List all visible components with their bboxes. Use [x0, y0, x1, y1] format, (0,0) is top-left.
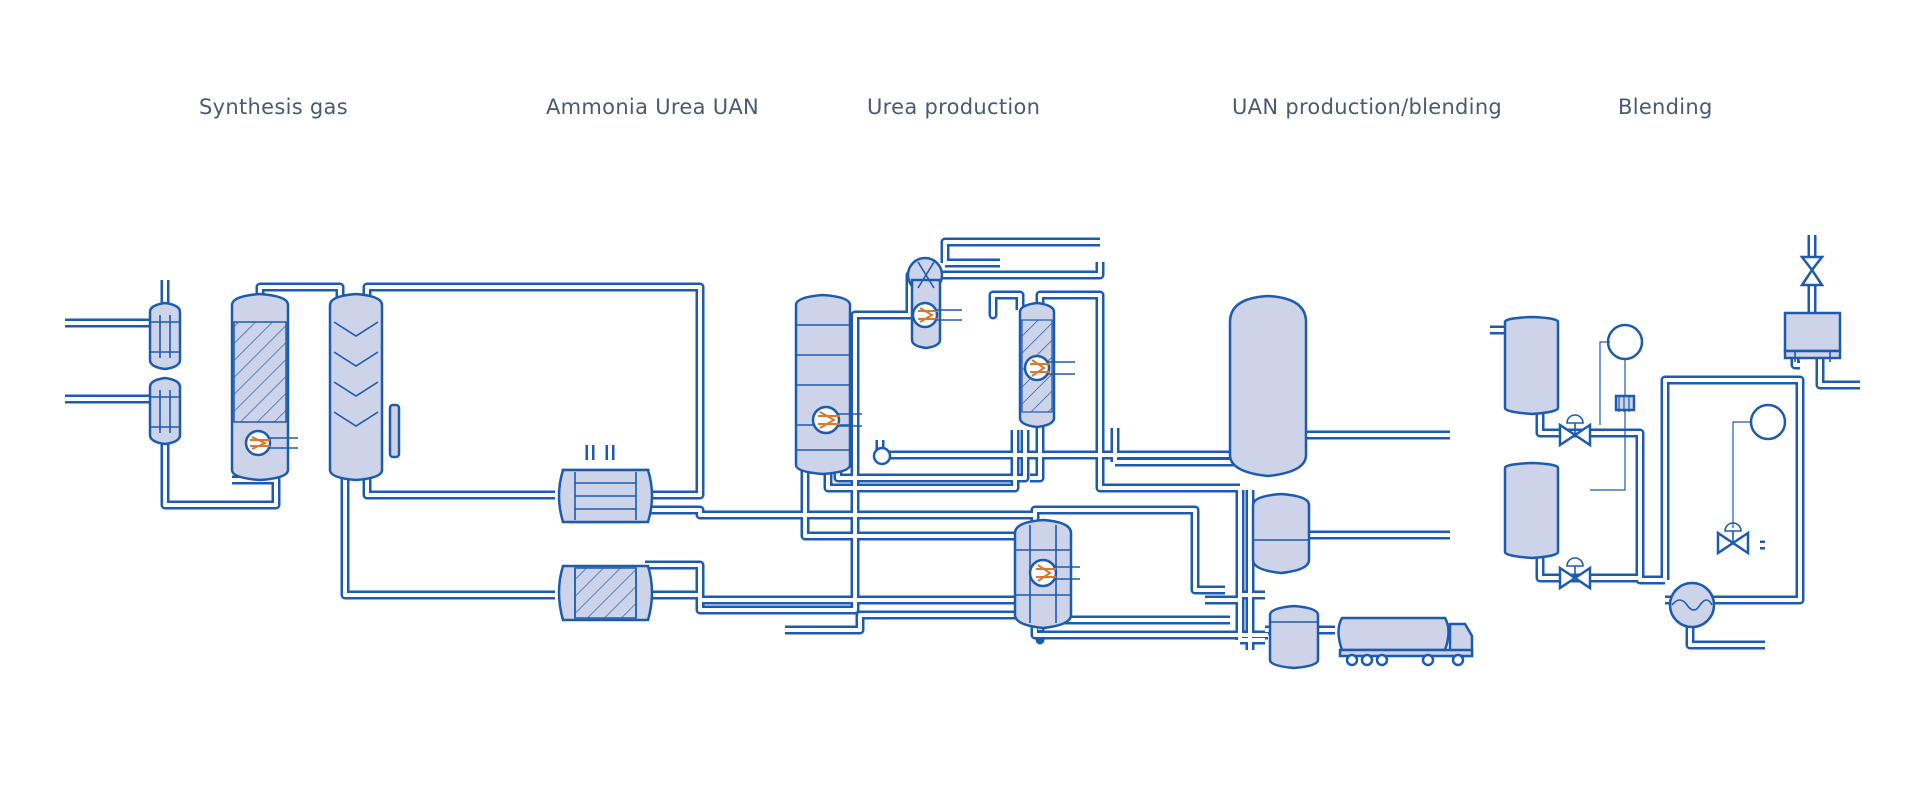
control-valve-right-icon: [1716, 522, 1750, 556]
static-mixer: [1668, 581, 1716, 629]
section-label-synthesis-gas: Synthesis gas: [199, 95, 348, 119]
lower-evaporator: [1013, 518, 1080, 630]
hatched-stripper: [1018, 301, 1075, 429]
horizontal-drum-lower: [557, 564, 654, 622]
pipes-inner: [65, 235, 1860, 650]
mixing-vessel: [1251, 492, 1311, 575]
small-reactor-bottom: [148, 376, 182, 446]
uan-equipment: [1228, 294, 1474, 670]
junction-node: [872, 446, 892, 466]
ammonia-equipment: [557, 468, 654, 622]
urea-equipment: [794, 256, 1080, 630]
chevron-column: [328, 292, 401, 482]
blend-tank-lower: [1503, 461, 1560, 560]
pipe-network: [65, 235, 1860, 650]
packed-reformer: [230, 292, 298, 482]
control-valve-upper-icon: [1558, 414, 1592, 448]
blend-tank-upper: [1503, 315, 1560, 416]
tanker-truck: [1337, 616, 1474, 667]
tall-storage-tank: [1228, 294, 1308, 478]
section-label-ammonia-urea-uan: Ammonia Urea UAN: [546, 95, 760, 119]
instrument-controller-upper: [1590, 323, 1644, 491]
blending-equipment: [1503, 255, 1842, 629]
top-reactor: [906, 256, 962, 350]
small-reactor-top: [148, 301, 182, 371]
instrument-controller-right: [1732, 403, 1787, 528]
control-valve-lower-icon: [1558, 557, 1592, 591]
tray-column: [794, 293, 862, 476]
small-tank: [1268, 604, 1320, 670]
section-label-urea-production: Urea production: [867, 95, 1041, 119]
section-label-uan-production-blending: UAN production/blending: [1232, 95, 1503, 119]
synthesis-gas-equipment: [148, 292, 401, 482]
blending-hopper: [1783, 311, 1842, 362]
top-feed-valve-icon: [1799, 255, 1825, 287]
horizontal-drum-upper: [557, 468, 654, 524]
section-label-blending: Blending: [1618, 95, 1713, 119]
